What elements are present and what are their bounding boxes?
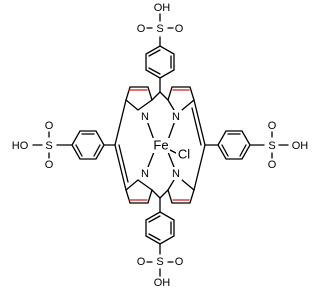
double-bond [148, 49, 161, 57]
double-bond [239, 144, 247, 157]
oxygen-label: O [137, 23, 146, 35]
left-sulfophenyl-group: S O O HO [12, 120, 116, 171]
benzene-ring [145, 211, 175, 245]
double-bond [93, 144, 101, 157]
bond [114, 144, 127, 191]
bond [159, 189, 169, 199]
nitrogen-label: N [172, 168, 180, 180]
double-bond [191, 107, 202, 146]
bond [167, 86, 195, 111]
bond [167, 179, 195, 204]
benzene-ring [145, 45, 175, 79]
oxygen-label: O [268, 159, 277, 171]
sulfur-label: S [268, 140, 275, 152]
top-sulfophenyl-group: S O O OH [137, 2, 184, 93]
bond [125, 86, 153, 111]
bond [193, 99, 206, 146]
double-bond [148, 67, 161, 75]
double-bond [221, 144, 229, 157]
bond [151, 189, 161, 199]
oxygen-label: O [268, 120, 277, 132]
double-bond [148, 233, 161, 241]
oxygen-label: O [175, 256, 184, 268]
sulfur-label: S [156, 23, 163, 35]
bond [125, 179, 153, 204]
bottom-sulfophenyl-group: S O O OH [137, 197, 184, 289]
nitrogen-label: N [141, 168, 149, 180]
double-bond [118, 144, 129, 183]
oxygen-label: O [175, 23, 184, 35]
bond [114, 99, 127, 146]
double-bond [75, 144, 83, 157]
oxygen-label: O [137, 256, 146, 268]
hydroxyl-label: OH [154, 2, 171, 14]
benzene-ring [71, 130, 105, 160]
nitrogen-label: N [141, 111, 149, 123]
double-bond [148, 215, 161, 223]
porphyrin-core: N N N N Fe Cl [114, 86, 206, 204]
sulfur-label: S [156, 256, 163, 268]
bond [151, 91, 161, 101]
hydroxyl-label: OH [154, 277, 171, 289]
hydroxyl-label: OH [292, 140, 309, 152]
hydroxyl-label: HO [12, 140, 29, 152]
right-sulfophenyl-group: S O O OH [204, 120, 309, 171]
oxygen-label: O [45, 120, 54, 132]
nitrogen-label: N [172, 111, 180, 123]
bond [193, 144, 206, 191]
axial-ligand-label: Cl [178, 146, 190, 161]
oxygen-label: O [45, 159, 54, 171]
metal-center-label: Fe [153, 137, 168, 152]
bond [159, 91, 169, 101]
benzene-ring [217, 130, 251, 160]
sulfur-label: S [45, 140, 52, 152]
